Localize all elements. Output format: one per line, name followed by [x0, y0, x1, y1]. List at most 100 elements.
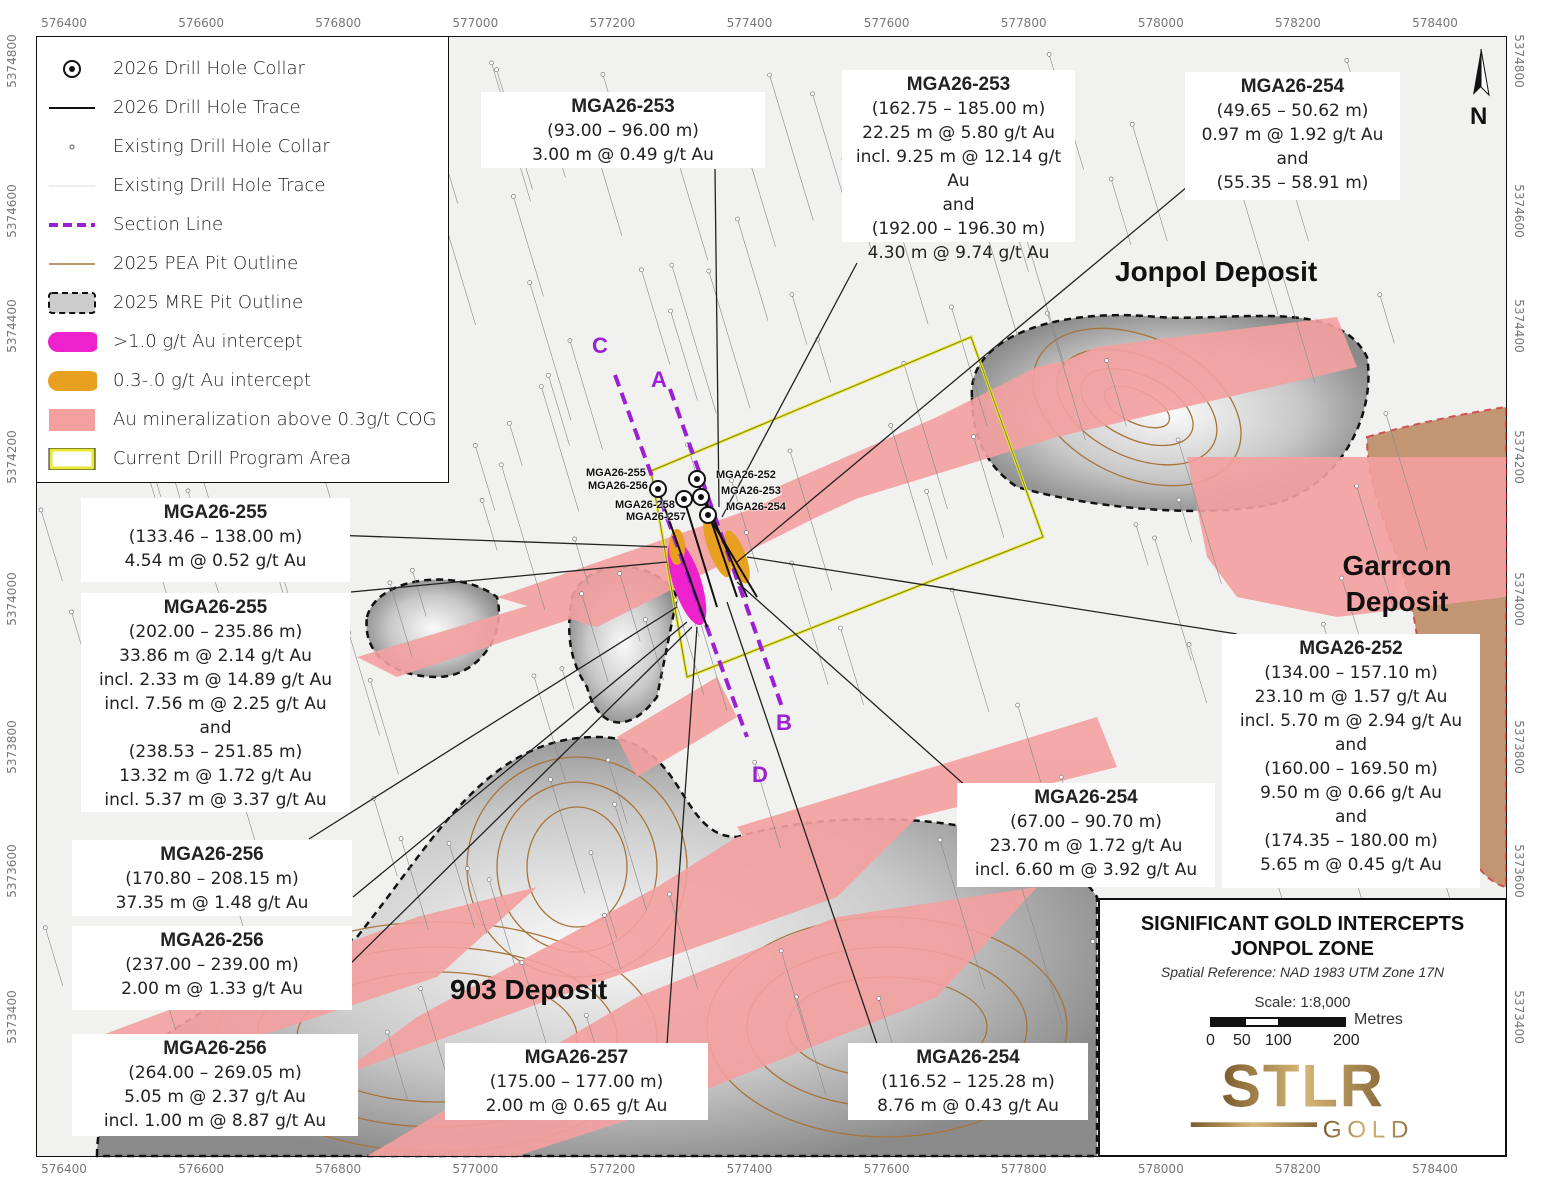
callout-line: (192.00 – 196.30 m) [871, 219, 1046, 239]
legend-label: 2025 MRE Pit Outline [113, 292, 304, 313]
mre-pit-icon [47, 291, 97, 315]
legend: 2026 Drill Hole Collar 2026 Drill Hole Tr… [36, 36, 449, 483]
callout-line: incl. 6.60 m @ 3.92 g/t Au [974, 860, 1198, 880]
x-tick-label: 576800 [315, 1162, 362, 1176]
scale-label: 200 [1333, 1032, 1360, 1049]
legend-label: 2026 Drill Hole Trace [113, 97, 301, 118]
callout-line: incl. 2.33 m @ 14.89 g/t Au [98, 670, 333, 690]
legend-item: 2025 MRE Pit Outline [37, 283, 448, 322]
x-tick-label: 576600 [178, 16, 224, 30]
callout-line: 23.10 m @ 1.57 g/t Au [1254, 687, 1448, 707]
scale-text: Scale: 1:8,000 [1254, 994, 1351, 1011]
x-tick-label: 577000 [452, 16, 499, 30]
callout-line: incl. 9.25 m @ 12.14 g/t Au [855, 147, 1062, 191]
callout-title: MGA26-253 [906, 74, 1011, 95]
drill-hole-label: MGA26-256 [588, 480, 648, 492]
intercept-callout: MGA26-257 (175.00 – 177.00 m) 2.00 m @ 0.6… [445, 1043, 708, 1120]
deposit-label-903: 903 Deposit [450, 974, 608, 1005]
legend-label: Existing Drill Hole Collar [113, 136, 330, 157]
y-tick-label: 5373600 [1512, 844, 1526, 898]
y-tick-label: 5374200 [5, 430, 19, 484]
callout-line: 3.00 m @ 0.49 g/t Au [532, 145, 714, 165]
callout-line: 23.70 m @ 1.72 g/t Au [989, 836, 1183, 856]
legend-label: >1.0 g/t Au intercept [113, 331, 303, 352]
callout-title: MGA26-254 [1240, 76, 1345, 97]
callout-line: 13.32 m @ 1.72 g/t Au [119, 766, 312, 786]
legend-item: Current Drill Program Area [37, 439, 448, 478]
callout-line: 4.30 m @ 9.74 g/t Au [867, 243, 1050, 263]
callout-line: 0.97 m @ 1.92 g/t Au [1201, 125, 1384, 145]
callout-line: 37.35 m @ 1.48 g/t Au [115, 893, 309, 913]
callout-line: (49.65 – 50.62 m) [1216, 101, 1369, 121]
x-tick-label: 578400 [1412, 1162, 1458, 1176]
legend-item: Existing Drill Hole Trace [37, 166, 448, 205]
callout-line: 33.86 m @ 2.14 g/t Au [119, 646, 312, 666]
north-arrow-icon [1473, 48, 1490, 97]
x-tick-label: 577000 [452, 1162, 499, 1176]
callout-title: MGA26-256 [163, 1038, 267, 1059]
y-tick-label: 5374000 [5, 572, 19, 626]
callout-line: 9.50 m @ 0.66 g/t Au [1260, 783, 1442, 803]
intercept-callout: MGA26-254(116.52 – 125.28 m)8.76 m @ 0.4… [848, 1043, 1088, 1120]
legend-label: 2026 Drill Hole Collar [113, 58, 305, 79]
high-intercept-icon [47, 330, 97, 354]
x-tick-label: 577400 [726, 16, 773, 30]
callout-line: incl. 7.56 m @ 2.25 g/t Au [104, 694, 327, 714]
callout-line: incl. 1.00 m @ 8.87 g/t Au [103, 1111, 327, 1131]
y-tick-label: 5373400 [5, 990, 19, 1044]
intercept-callout: MGA26-254(67.00 – 90.70 m)23.70 m @ 1.72… [957, 783, 1215, 887]
callout-line: incl. 5.70 m @ 2.94 g/t Au [1239, 711, 1463, 731]
callout-line: and [199, 718, 232, 738]
x-tick-label: 576400 [41, 1162, 87, 1176]
callout-line: (116.52 – 125.28 m) [881, 1072, 1055, 1092]
y-tick-label: 5374800 [1512, 34, 1526, 88]
north-label: N [1470, 103, 1488, 130]
intercept-callout: MGA26-252(134.00 – 157.10 m)23.10 m @ 1.… [1222, 634, 1480, 888]
x-tick-label: 578200 [1274, 1162, 1321, 1176]
callout-title: MGA26-257 [524, 1047, 629, 1068]
callout-line: 2.00 m @ 1.33 g/t Au [121, 979, 303, 999]
intercept-callout: MGA26-256(170.80 – 208.15 m)37.35 m @ 1.… [72, 840, 352, 916]
scale-label: 50 [1233, 1032, 1251, 1049]
leader-lines [302, 168, 1238, 1045]
drill-hole-label: MGA26-253 [721, 485, 781, 497]
legend-item: 2026 Drill Hole Trace [37, 88, 448, 127]
drill-hole-label: MGA26-255 [586, 467, 646, 479]
section-letter-a: A [651, 367, 667, 392]
callout-line: (133.46 – 138.00 m) [128, 527, 303, 547]
callout-line: (55.35 – 58.91 m) [1216, 173, 1369, 193]
callout-title: MGA26-254 [916, 1047, 1020, 1068]
legend-item: Section Line [37, 205, 448, 244]
scale-unit: Metres [1354, 1011, 1403, 1028]
callout-line: 22.25 m @ 5.80 g/t Au [862, 123, 1055, 143]
x-tick-label: 578200 [1274, 16, 1321, 30]
legend-item: >1.0 g/t Au intercept [37, 322, 448, 361]
y-tick-label: 5373600 [5, 844, 19, 898]
legend-item: Au mineralization above 0.3g/t COG [37, 400, 448, 439]
callout-line: 5.65 m @ 0.45 g/t Au [1260, 855, 1442, 875]
callout-line: 2.00 m @ 0.65 g/t Au [485, 1096, 668, 1116]
callout-title: MGA26-253 [571, 96, 675, 117]
stlr-gold-logo: STLR GOLD [1190, 1055, 1413, 1141]
legend-label: 2025 PEA Pit Outline [113, 253, 299, 274]
svg-text:GOLD: GOLD [1322, 1116, 1413, 1141]
intercept-callout: MGA26-256(264.00 – 269.05 m)5.05 m @ 2.3… [72, 1034, 358, 1136]
scale-label: 0 [1206, 1032, 1215, 1049]
drill-hole-label: MGA26-254 [726, 501, 786, 513]
callout-line: (174.35 – 180.00 m) [1264, 831, 1438, 851]
mineralization-icon [47, 408, 97, 432]
x-tick-label: 576800 [315, 16, 362, 30]
2026-drill-collars [649, 470, 717, 524]
y-tick-label: 5373800 [1512, 720, 1526, 774]
legend-label: Au mineralization above 0.3g/t COG [113, 409, 437, 430]
y-tick-label: 5374200 [1512, 430, 1526, 484]
callout-title: MGA26-254 [1034, 787, 1138, 808]
section-line-icon [47, 221, 97, 229]
drill-trace-icon [47, 105, 97, 111]
existing-trace-icon [47, 183, 97, 189]
existing-collar-icon [47, 142, 97, 152]
deposit-label-jonpol: Jonpol Deposit [1115, 256, 1318, 287]
deposit-label-garrcon: Garrcon Deposit [1342, 550, 1452, 617]
callout-line: (175.00 – 177.00 m) [489, 1072, 664, 1092]
